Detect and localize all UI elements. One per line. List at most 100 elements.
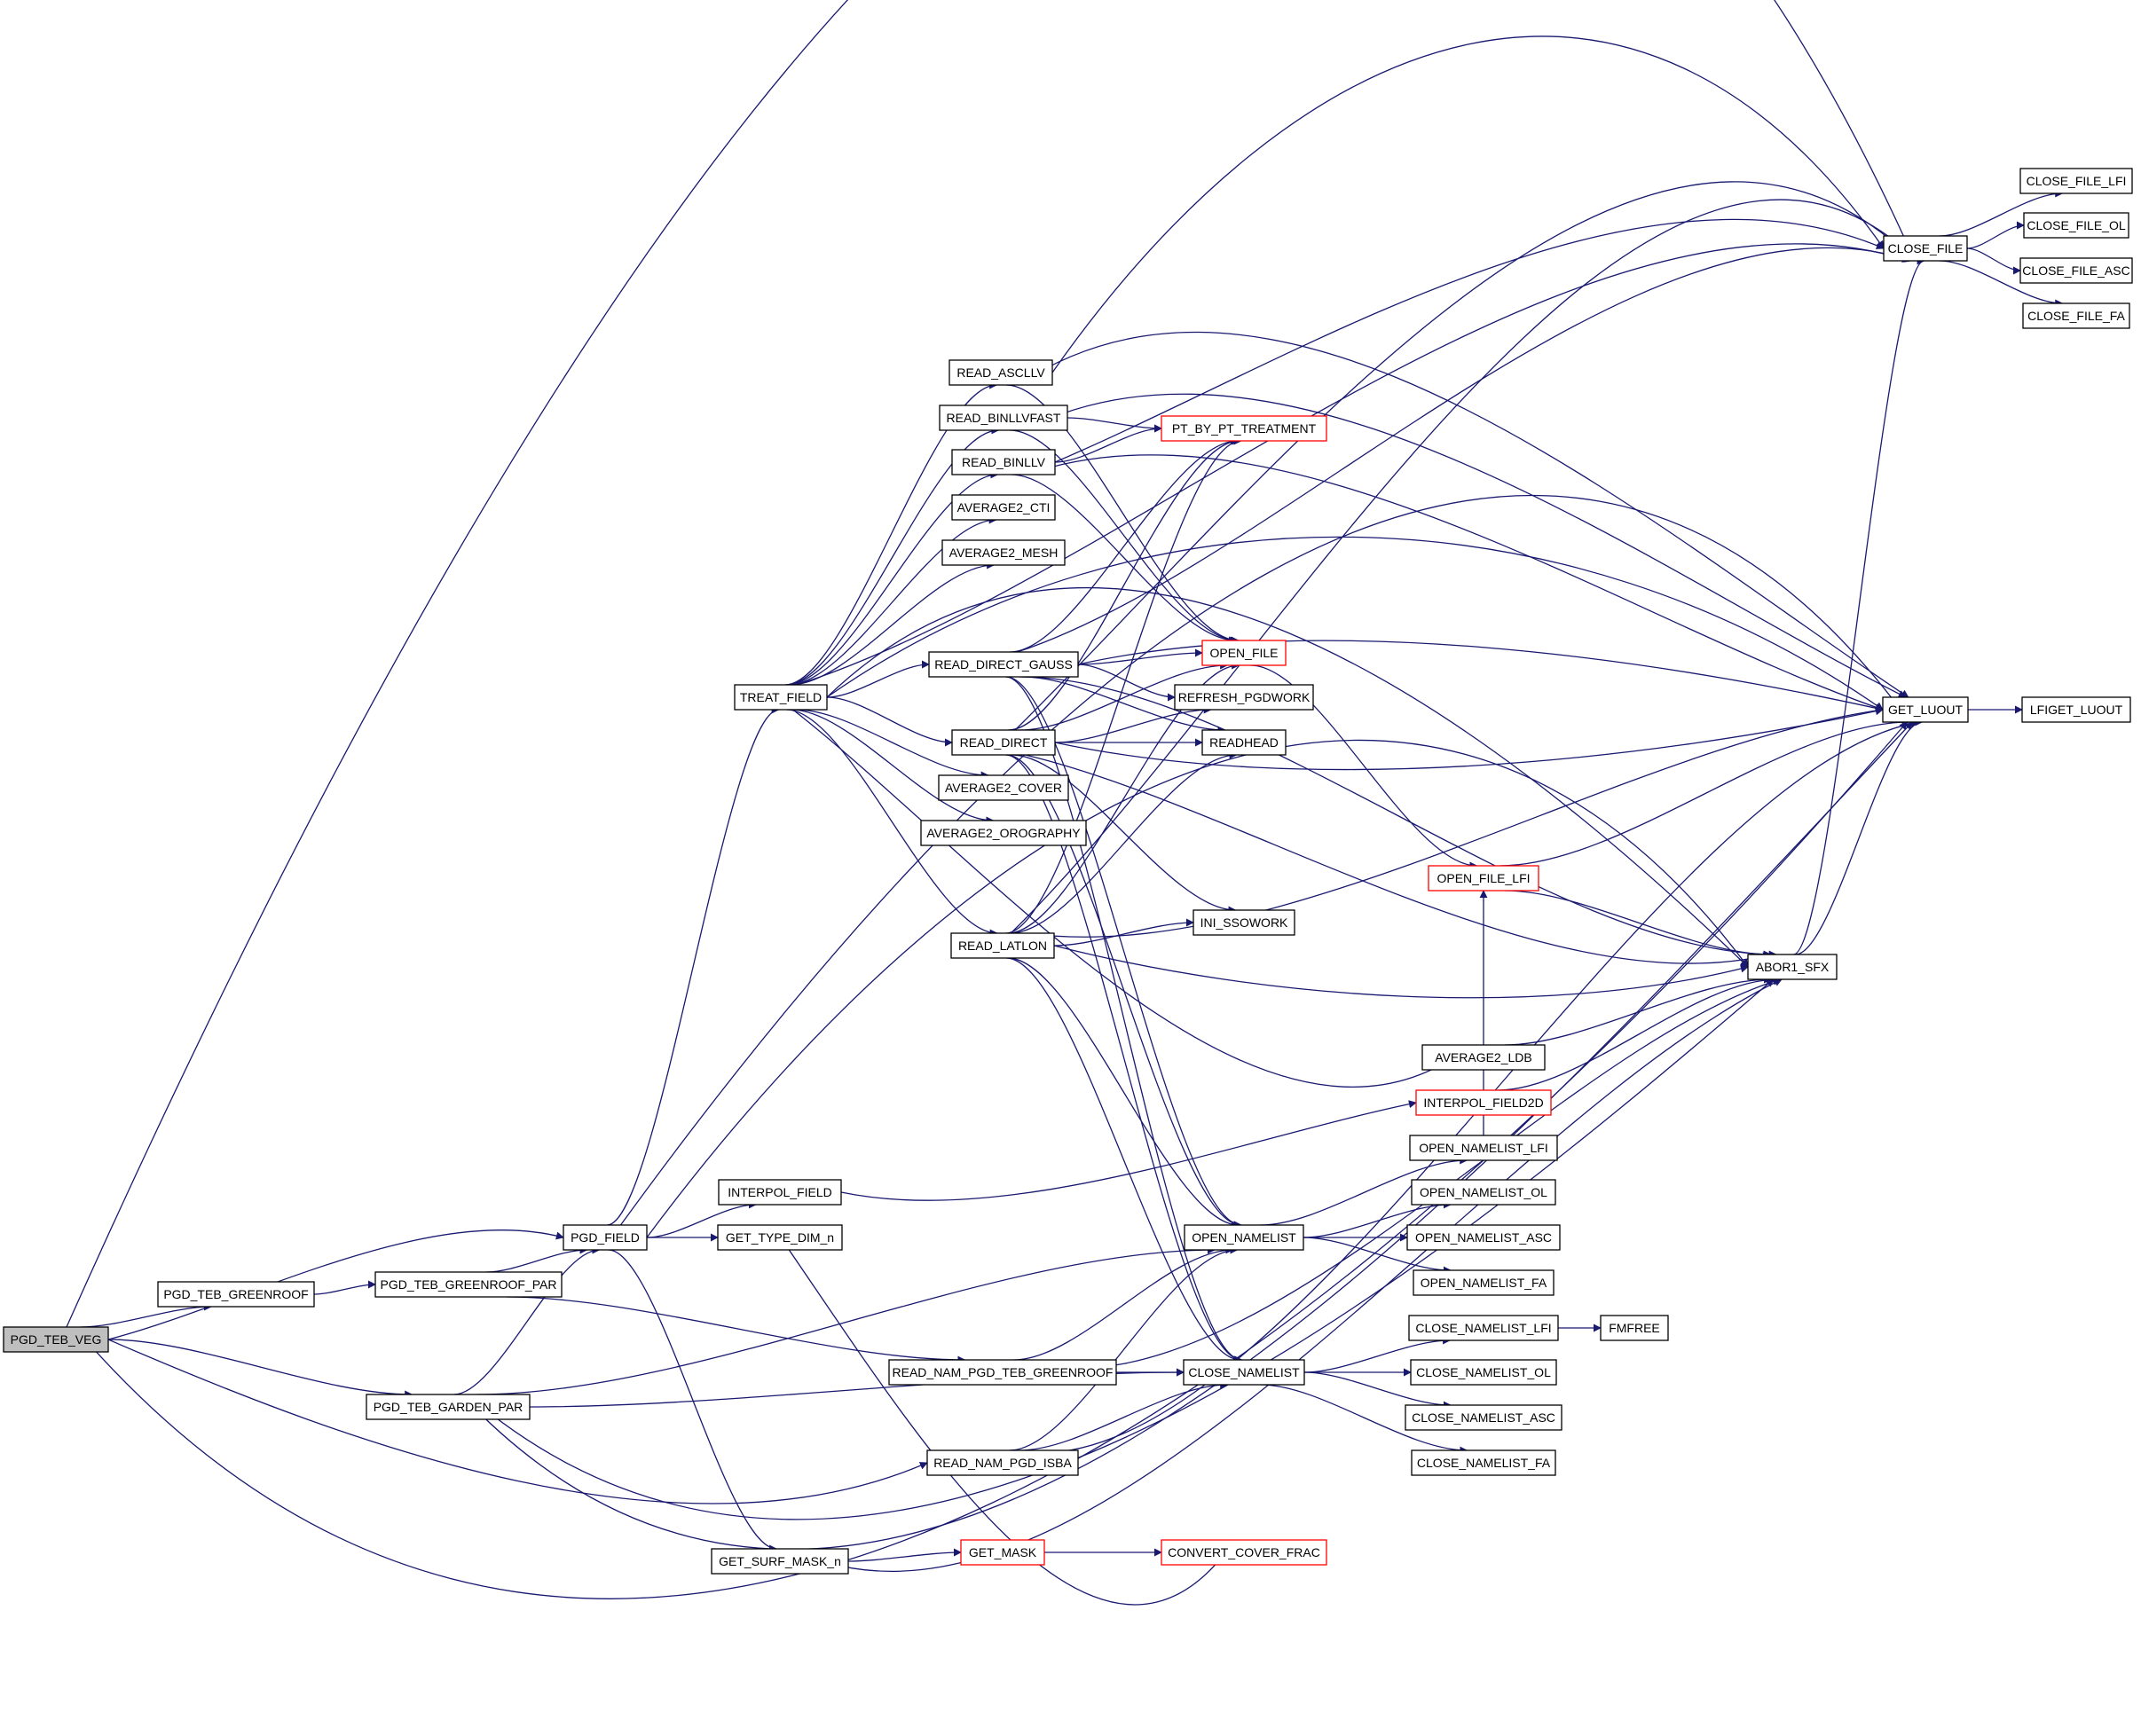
node-interpol-field2d[interactable]: INTERPOL_FIELD2D (1415, 1089, 1552, 1116)
node-box (717, 1224, 843, 1251)
node-pgd-teb-greenroof[interactable]: PGD_TEB_GREENROOF (157, 1281, 315, 1308)
node-open-file-lfi[interactable]: OPEN_FILE_LFI (1428, 865, 1539, 892)
call-edge-open-file-lfi-to-get-luout (1499, 718, 1910, 867)
node-label: PGD_TEB_GREENROOF_PAR (381, 1277, 557, 1292)
node-box (1415, 1089, 1552, 1116)
node-interpol-field[interactable]: INTERPOL_FIELD (718, 1179, 842, 1206)
node-pgd-teb-garden-par[interactable]: PGD_TEB_GARDEN_PAR (366, 1394, 531, 1420)
node-treat-field[interactable]: TREAT_FIELD (734, 684, 828, 711)
node-close-namelist-lfi[interactable]: CLOSE_NAMELIST_LFI (1408, 1315, 1559, 1341)
node-label: PGD_TEB_GARDEN_PAR (374, 1400, 523, 1414)
node-get-type-dim-n[interactable]: GET_TYPE_DIM_n (717, 1224, 843, 1251)
call-edge-treat-field-to-average2-ldb (792, 709, 1473, 1088)
node-fmfree[interactable]: FMFREE (1600, 1315, 1669, 1341)
node-read-nam-pgd-isba[interactable]: READ_NAM_PGD_ISBA (926, 1449, 1079, 1476)
node-read-binllv[interactable]: READ_BINLLV (951, 449, 1056, 475)
node-ini-ssowork[interactable]: INI_SSOWORK (1193, 909, 1295, 936)
node-read-latlon[interactable]: READ_LATLON (950, 932, 1055, 959)
node-refresh-pgdwork[interactable]: REFRESH_PGDWORK (1174, 684, 1314, 711)
node-average2-cti[interactable]: AVERAGE2_CTI (951, 494, 1056, 521)
call-edge-interpol-field-to-interpol-field2d (840, 1100, 1417, 1201)
node-readhead[interactable]: READHEAD (1201, 729, 1287, 756)
node-read-direct[interactable]: READ_DIRECT (951, 729, 1056, 756)
node-average2-cover[interactable]: AVERAGE2_COVER (938, 774, 1069, 801)
node-label: CLOSE_NAMELIST_FA (1417, 1456, 1551, 1470)
node-box (718, 1179, 842, 1206)
node-average2-ldb[interactable]: AVERAGE2_LDB (1421, 1044, 1546, 1071)
call-edge-read-ascllv-to-get-luout (1017, 332, 1909, 698)
node-open-file[interactable]: OPEN_FILE (1201, 640, 1287, 666)
node-pgd-field[interactable]: PGD_FIELD (563, 1224, 648, 1251)
call-edge-pgd-teb-greenroof-par-to-pgd-field (486, 1245, 588, 1273)
call-edge-close-file-to-close-file-ol (1966, 221, 2025, 249)
call-edge-treat-field-to-read-binllv (786, 470, 999, 686)
node-label: TREAT_FIELD (740, 690, 822, 704)
call-edge-pgd-field-to-get-luout (619, 495, 1911, 1226)
node-read-nam-pgd-teb-greenroof[interactable]: READ_NAM_PGD_TEB_GREENROOF (888, 1359, 1117, 1386)
node-box (1406, 1224, 1561, 1251)
node-close-file-ol[interactable]: CLOSE_FILE_OL (2023, 212, 2129, 239)
node-get-surf-mask-n[interactable]: GET_SURF_MASK_n (711, 1548, 849, 1575)
node-open-namelist-lfi[interactable]: OPEN_NAMELIST_LFI (1409, 1135, 1558, 1161)
call-edge-treat-field-to-average2-cover (796, 709, 989, 780)
node-label: AVERAGE2_MESH (949, 546, 1059, 560)
node-box (3, 1326, 109, 1353)
node-get-luout[interactable]: GET_LUOUT (1882, 696, 1969, 723)
node-average2-orography[interactable]: AVERAGE2_OROGRAPHY (920, 820, 1087, 846)
node-abor1-sfx[interactable]: ABOR1_SFX (1747, 954, 1838, 980)
node-open-namelist-asc[interactable]: OPEN_NAMELIST_ASC (1406, 1224, 1561, 1251)
call-edge-pgd-teb-veg-to-pgd-field (107, 1229, 564, 1340)
node-label: PT_BY_PT_TREATMENT (1172, 421, 1317, 436)
node-label: READ_BINLLV (962, 455, 1046, 469)
node-average2-mesh[interactable]: AVERAGE2_MESH (941, 539, 1066, 566)
node-pgd-teb-greenroof-par[interactable]: PGD_TEB_GREENROOF_PAR (374, 1271, 563, 1298)
node-box (366, 1394, 531, 1420)
node-box (2023, 212, 2129, 239)
node-box (951, 729, 1056, 756)
node-open-namelist-fa[interactable]: OPEN_NAMELIST_FA (1413, 1269, 1555, 1296)
node-close-namelist-fa[interactable]: CLOSE_NAMELIST_FA (1411, 1449, 1556, 1476)
node-box (1405, 1404, 1562, 1431)
node-get-mask[interactable]: GET_MASK (960, 1539, 1045, 1566)
node-close-file-asc[interactable]: CLOSE_FILE_ASC (2019, 257, 2133, 284)
call-edge-read-binllv-to-pt-by-pt-treatment (1054, 424, 1162, 463)
node-box (1193, 909, 1295, 936)
call-edge-pgd-teb-veg-to-read-nam-pgd-isba (107, 1339, 928, 1504)
node-pt-by-pt-treatment[interactable]: PT_BY_PT_TREATMENT (1161, 415, 1327, 442)
call-edge-read-direct-gauss-to-refresh-pgdwork (1077, 664, 1176, 702)
node-label: FMFREE (1609, 1321, 1660, 1335)
node-box (2019, 168, 2133, 194)
node-open-namelist[interactable]: OPEN_NAMELIST (1184, 1224, 1304, 1251)
call-edge-read-direct-to-open-file (1019, 661, 1229, 731)
node-label: CLOSE_FILE_OL (2027, 218, 2125, 232)
node-close-namelist-ol[interactable]: CLOSE_NAMELIST_OL (1410, 1359, 1557, 1386)
node-label: CLOSE_FILE_LFI (2027, 174, 2127, 188)
call-edge-open-namelist-to-open-namelist-ol (1303, 1200, 1452, 1238)
node-close-file[interactable]: CLOSE_FILE (1883, 235, 1968, 262)
node-close-file-fa[interactable]: CLOSE_FILE_FA (2022, 302, 2130, 329)
call-edge-read-nam-pgd-teb-greenroof-to-open-namelist (1013, 1245, 1234, 1361)
node-box (928, 651, 1079, 678)
node-label: AVERAGE2_CTI (957, 500, 1051, 515)
node-convert-cover-frac[interactable]: CONVERT_COVER_FRAC (1161, 1539, 1327, 1566)
call-edge-read-nam-pgd-isba-to-close-namelist (1019, 1380, 1229, 1451)
node-box (1883, 235, 1968, 262)
node-close-namelist-asc[interactable]: CLOSE_NAMELIST_ASC (1405, 1404, 1562, 1431)
node-lfiget-luout[interactable]: LFIGET_LUOUT (2021, 696, 2131, 723)
node-pgd-teb-veg[interactable]: PGD_TEB_VEG (3, 1326, 109, 1353)
call-edge-read-nam-pgd-isba-to-open-namelist (1009, 1245, 1239, 1451)
call-edge-treat-field-to-abor1-sfx (826, 586, 1749, 968)
call-edge-close-file-to-close-file-lfi (1939, 189, 2064, 237)
node-open-namelist-ol[interactable]: OPEN_NAMELIST_OL (1411, 1179, 1556, 1206)
call-edge-read-latlon-to-open-namelist (1007, 957, 1240, 1229)
node-label: AVERAGE2_OROGRAPHY (926, 826, 1081, 840)
node-box (1747, 954, 1838, 980)
node-close-namelist[interactable]: CLOSE_NAMELIST (1183, 1359, 1305, 1386)
node-read-ascllv[interactable]: READ_ASCLLV (948, 359, 1053, 386)
node-close-file-lfi[interactable]: CLOSE_FILE_LFI (2019, 168, 2133, 194)
call-edge-pgd-teb-garden-par-to-get-luout (460, 721, 1913, 1551)
node-read-binllvfast[interactable]: READ_BINLLVFAST (939, 405, 1068, 431)
call-edge-read-binllvfast-to-pt-by-pt-treatment (1067, 417, 1162, 433)
node-read-direct-gauss[interactable]: READ_DIRECT_GAUSS (928, 651, 1079, 678)
call-edge-get-surf-mask-n-to-get-mask (847, 1548, 962, 1562)
